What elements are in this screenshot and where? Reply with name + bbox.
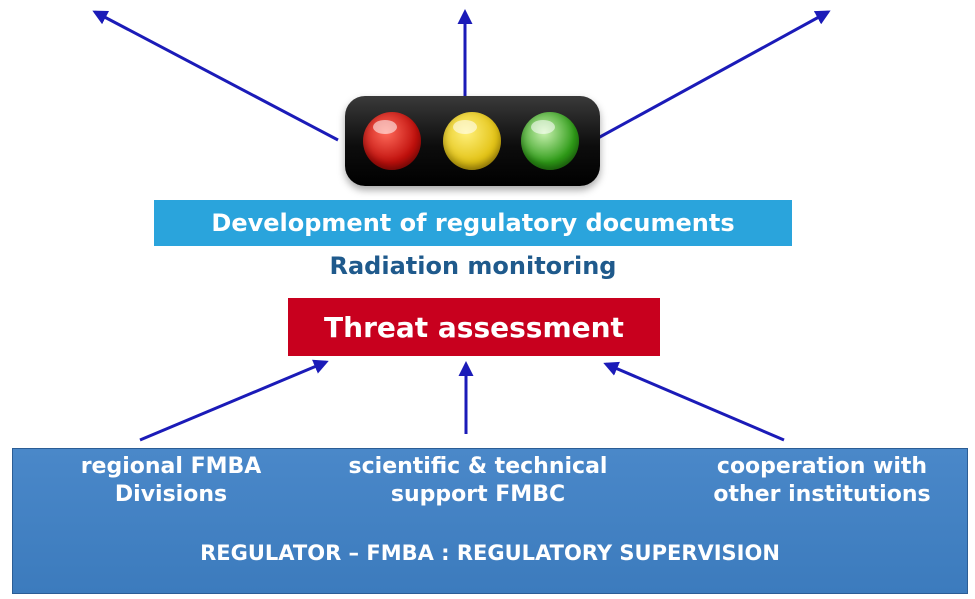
regional-divisions-text: regional FMBA Divisions <box>41 453 301 509</box>
arrow-from-left <box>139 359 329 442</box>
traffic-light <box>345 96 600 186</box>
arrow-from-right <box>603 361 785 442</box>
cooperation-line-2: other institutions <box>713 482 931 507</box>
red-light-icon <box>363 112 421 170</box>
regulator-panel: regional FMBA Divisions scientific & tec… <box>12 448 968 594</box>
arrow-up-left <box>92 10 339 142</box>
threat-label: Threat assessment <box>324 310 624 344</box>
regional-line-1: regional FMBA <box>80 454 262 479</box>
green-light-icon <box>521 112 579 170</box>
regulator-supervision-label: REGULATOR – FMBA : REGULATORY SUPERVISIO… <box>200 541 780 565</box>
development-box: Development of regulatory documents <box>154 200 792 246</box>
threat-assessment-box: Threat assessment <box>288 298 660 356</box>
monitoring-label: Radiation monitoring <box>329 252 617 280</box>
cooperation-text: cooperation with other institutions <box>677 453 967 509</box>
cooperation-line-1: cooperation with <box>716 454 928 479</box>
arrow-up-right <box>597 10 831 140</box>
regional-line-2: Divisions <box>114 482 228 507</box>
scientific-line-2: support FMBC <box>390 482 566 507</box>
scientific-support-text: scientific & technical support FMBC <box>313 453 643 509</box>
yellow-light-icon <box>443 112 501 170</box>
scientific-line-1: scientific & technical <box>348 454 608 479</box>
development-label: Development of regulatory documents <box>211 209 735 237</box>
